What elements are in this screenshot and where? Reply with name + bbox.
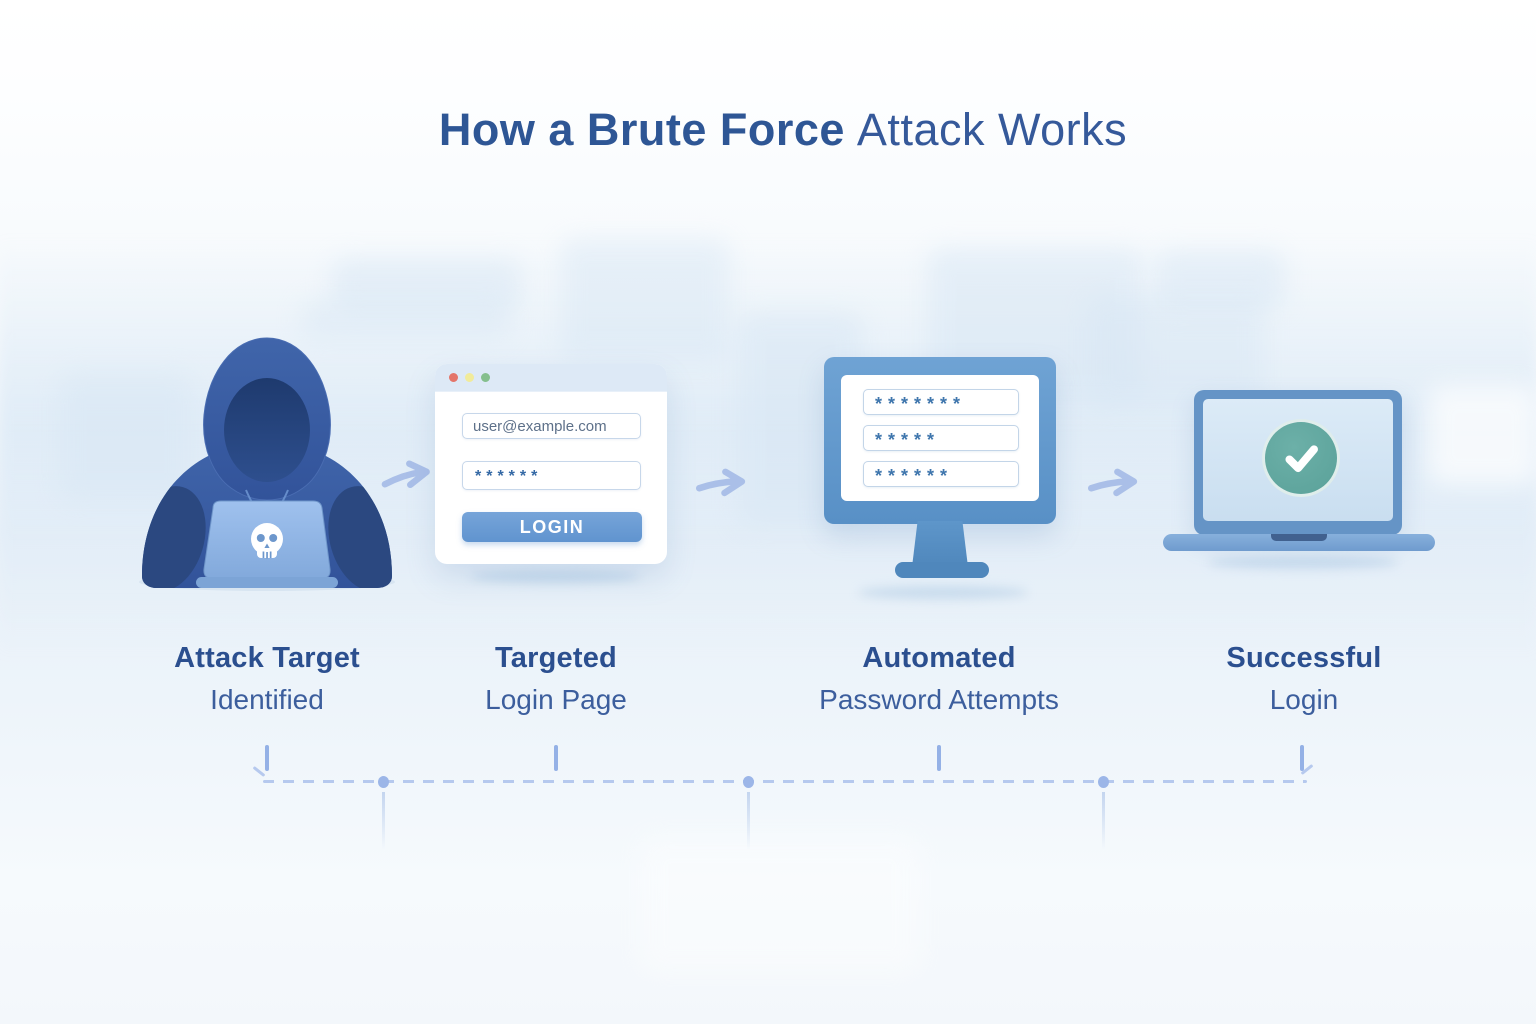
background-ghost-card [560, 238, 730, 363]
timeline-tick [554, 745, 558, 771]
monitor-shadow [858, 586, 1028, 599]
hooded-hacker-icon [139, 337, 395, 591]
hacker-face-shadow [224, 378, 310, 482]
background-ghost-card [640, 835, 920, 975]
checkmark-icon [1285, 445, 1318, 473]
timeline-tick [1300, 745, 1304, 771]
timeline-descender [1102, 792, 1105, 850]
background-ghost-card [58, 372, 193, 502]
red-dot-icon [449, 373, 458, 382]
flow-arrow-icon [1087, 468, 1138, 497]
flow-arrow-icon [381, 460, 430, 489]
monitor-stand-base [895, 562, 989, 578]
timeline-dot [743, 776, 754, 788]
green-dot-icon [481, 373, 490, 382]
skull-icon [251, 523, 283, 559]
browser-shadow [470, 570, 640, 583]
password-attempt-value: ******* [875, 393, 967, 414]
step-label-bold: Targeted [495, 642, 617, 674]
success-laptop-notch [1271, 534, 1327, 541]
page-title-rest: Attack Works [856, 104, 1128, 155]
step-label-bold: Attack Target [174, 642, 360, 674]
monitor-screen: ******* ***** ****** [841, 375, 1039, 501]
step-label-bold: Successful [1226, 642, 1382, 674]
login-button-label: LOGIN [519, 516, 585, 537]
background-ghost-card [300, 300, 510, 340]
monitor-illustration: ******* ***** ****** [824, 357, 1056, 524]
step-label-sub: Login [1269, 684, 1339, 715]
password-field-value: ****** [475, 468, 543, 486]
timeline-descender [382, 792, 385, 850]
timeline-end-hook [252, 766, 266, 777]
page-title-emphasis: How a Brute Force [438, 104, 845, 155]
background-ghost-card [332, 258, 522, 313]
browser-login-window: user@example.com ****** LOGIN [435, 364, 667, 564]
email-field[interactable]: user@example.com [462, 413, 641, 439]
monitor-stand-neck [912, 521, 968, 567]
step-label-bold: Automated [862, 642, 1016, 674]
background-ghost-card [1428, 385, 1536, 485]
password-attempt-value: ****** [875, 465, 954, 486]
success-laptop-illustration [1194, 390, 1402, 535]
hacker-laptop-base [196, 577, 338, 588]
password-field[interactable]: ****** [462, 461, 641, 490]
timeline-descender [747, 792, 750, 850]
step-label-attack-target: Attack Target Identified [77, 642, 457, 716]
timeline-tick [937, 745, 941, 771]
step-label-sub: Password Attempts [819, 684, 1059, 715]
success-badge [1262, 419, 1340, 497]
browser-titlebar [435, 364, 667, 392]
step-label-sub: Identified [210, 684, 324, 715]
password-attempt-value: ***** [875, 429, 941, 450]
step-label-targeted-login: Targeted Login Page [366, 642, 746, 716]
success-laptop-screen [1203, 399, 1393, 521]
timeline-dashed-line [263, 780, 1307, 783]
timeline-tick [265, 745, 269, 771]
laptop-shadow [1208, 556, 1398, 569]
password-attempt-field[interactable]: ******* [863, 389, 1019, 415]
timeline-dot [1098, 776, 1109, 788]
background-ghost-card [1155, 250, 1285, 310]
password-attempt-field[interactable]: ***** [863, 425, 1019, 451]
yellow-dot-icon [465, 373, 474, 382]
step-label-sub: Login Page [485, 684, 627, 715]
hacker-illustration [128, 324, 406, 592]
success-laptop-base [1163, 534, 1435, 551]
password-attempt-field[interactable]: ****** [863, 461, 1019, 487]
login-button[interactable]: LOGIN [462, 512, 642, 542]
email-field-value: user@example.com [473, 417, 607, 435]
step-label-automated-attempts: Automated Password Attempts [749, 642, 1129, 716]
flow-arrow-icon [695, 468, 746, 497]
timeline-dot [378, 776, 389, 788]
step-label-successful-login: Successful Login [1114, 642, 1494, 716]
